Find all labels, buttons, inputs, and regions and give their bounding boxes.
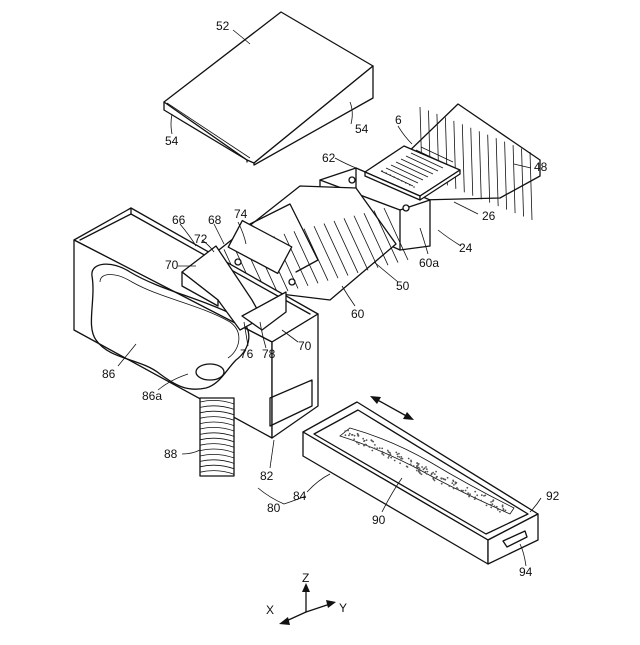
tray-84	[303, 402, 538, 564]
axis-z-label: Z	[302, 571, 309, 585]
label-48: 48	[534, 160, 548, 174]
label-66: 66	[172, 213, 186, 227]
axis-x-label: X	[266, 603, 274, 617]
label-82: 82	[260, 469, 274, 483]
label-52: 52	[216, 19, 230, 33]
label-50: 50	[396, 279, 410, 293]
label-60a: 60a	[419, 256, 439, 270]
label-90: 90	[372, 513, 386, 527]
label-26: 26	[482, 209, 496, 223]
label-62: 62	[322, 151, 336, 165]
label-92: 92	[546, 489, 560, 503]
label-54-right: 54	[355, 122, 369, 136]
label-24: 24	[459, 241, 473, 255]
label-70-top: 70	[165, 258, 179, 272]
label-68: 68	[208, 213, 222, 227]
label-76: 76	[240, 347, 254, 361]
label-70-bottom: 70	[298, 339, 312, 353]
label-86a: 86a	[142, 389, 162, 403]
screw-88	[200, 398, 234, 476]
label-80: 80	[267, 501, 281, 515]
cover-52	[164, 12, 373, 165]
axis-indicator	[279, 583, 336, 625]
label-6: 6	[395, 113, 402, 127]
label-60: 60	[351, 307, 365, 321]
label-84: 84	[293, 489, 307, 503]
label-54-left: 54	[165, 134, 179, 148]
label-72: 72	[194, 232, 208, 246]
axis-y-label: Y	[339, 601, 347, 615]
label-86: 86	[102, 367, 116, 381]
label-94: 94	[519, 565, 533, 579]
label-74: 74	[234, 207, 248, 221]
label-78: 78	[262, 347, 276, 361]
label-88: 88	[164, 447, 178, 461]
